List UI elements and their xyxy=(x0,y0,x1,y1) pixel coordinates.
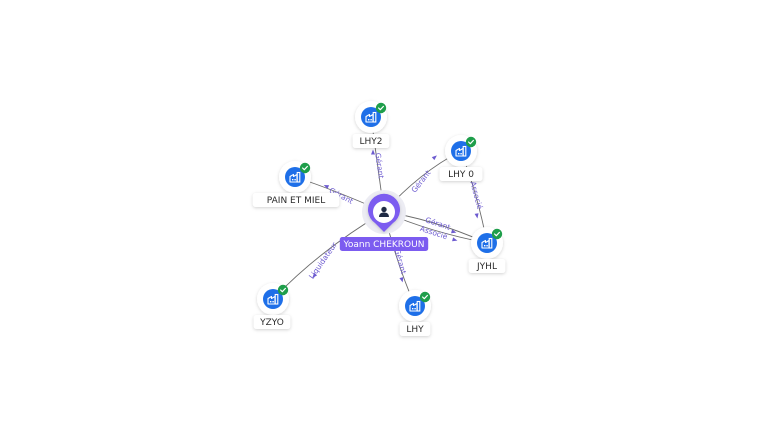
company-name: LHY 0 xyxy=(448,170,474,180)
edge-label: Liquidateur xyxy=(307,240,339,281)
company-node-lhy2[interactable]: LHY2 xyxy=(352,101,390,148)
check-badge-icon xyxy=(299,162,311,174)
edge-label: Gérant xyxy=(393,248,408,275)
edge-label: Associé xyxy=(468,180,484,210)
node-label-box xyxy=(252,193,340,207)
company-node-lhy[interactable]: LHY xyxy=(399,290,431,336)
company-name: PAIN ET MIEL xyxy=(267,196,325,206)
edge-arrow xyxy=(451,229,457,234)
check-badge-icon xyxy=(465,136,477,148)
check-badge-icon xyxy=(375,102,387,114)
edge-label: Gérant xyxy=(373,152,386,179)
edge-arrow xyxy=(312,272,318,278)
person-name: Yoann CHEKROUN xyxy=(343,240,425,250)
edge-arrow xyxy=(452,237,458,242)
company-node-yzyo[interactable]: YZYO xyxy=(253,283,291,329)
company-name: JYHL xyxy=(476,262,497,272)
check-badge-icon xyxy=(419,291,431,303)
edge-arrow xyxy=(399,277,404,283)
company-name: LHY2 xyxy=(359,137,382,147)
edge-label: Gérant xyxy=(410,168,433,194)
edge-arrow xyxy=(474,213,479,219)
company-node-jyhl[interactable]: JYHL xyxy=(468,227,506,273)
company-name: LHY xyxy=(406,325,424,335)
node-label-box xyxy=(468,259,506,273)
company-node-pain[interactable]: PAIN ET MIEL xyxy=(252,161,340,207)
edge-arrow xyxy=(371,149,375,155)
node-label-box xyxy=(439,167,483,181)
company-node-lhy0[interactable]: LHY 0 xyxy=(439,135,483,181)
company-name: YZYO xyxy=(259,318,284,328)
node-label-box xyxy=(399,322,431,336)
check-badge-icon xyxy=(491,228,503,240)
check-badge-icon xyxy=(277,284,289,296)
edge-arrow xyxy=(323,184,330,189)
center-label-box xyxy=(339,237,429,251)
edge-arrow xyxy=(431,155,437,161)
person-icon xyxy=(379,206,389,217)
node-label-box xyxy=(253,315,291,329)
node-label-box xyxy=(352,134,390,148)
center-node[interactable]: Yoann CHEKROUN xyxy=(339,190,429,251)
